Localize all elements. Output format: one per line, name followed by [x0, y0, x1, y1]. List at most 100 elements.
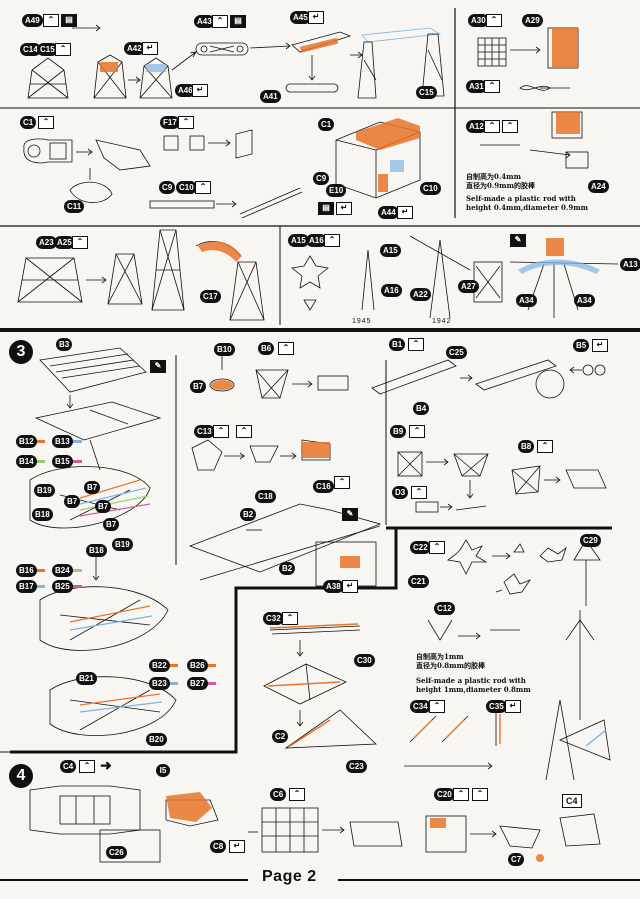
- part-label-b2: B2: [240, 508, 257, 521]
- part-label-c34: C34: [410, 700, 431, 713]
- part-label-c16: C16: [313, 480, 334, 493]
- flip-side-icon: ⌃: [72, 236, 88, 249]
- part-label-d3: D3: [392, 486, 409, 499]
- part-label-b7c: B7: [95, 500, 112, 513]
- part-label-b24: B24: [52, 564, 73, 577]
- bend-icon: ↵: [229, 840, 245, 853]
- rod-note-cn-2: 自制高为1mm 直径为0.8mm的胶棒: [416, 652, 485, 670]
- year-1945: 1945: [352, 318, 372, 325]
- part-label-f17: F17: [160, 116, 180, 129]
- part-label-c4: C4: [60, 760, 77, 773]
- part-label-a42: A42: [124, 42, 145, 55]
- part-label-b16: B16: [16, 564, 37, 577]
- flip-side-icon: ⌃: [289, 788, 305, 801]
- part-label-c23: C23: [346, 760, 367, 773]
- photo-etch-icon: ▤: [230, 15, 246, 28]
- part-label-a43: A43: [194, 15, 215, 28]
- flip-side-icon: ⌃: [472, 788, 488, 801]
- flip-side-icon: ⌃: [411, 486, 427, 499]
- flip-side-icon: ⌃: [334, 476, 350, 489]
- part-label-c30: C30: [354, 654, 375, 667]
- flip-side-icon: ⌃: [408, 338, 424, 351]
- part-label-b13: B13: [52, 435, 73, 448]
- part-label-b2b: B2: [279, 562, 296, 575]
- part-label-i5: I5: [156, 764, 170, 777]
- flip-side-icon: ⌃: [486, 14, 502, 27]
- part-label-a46: A46: [175, 84, 196, 97]
- part-label-c22: C22: [410, 541, 431, 554]
- flip-side-icon: ⌃: [43, 14, 59, 27]
- paint-brush-icon: ✎: [150, 360, 166, 373]
- part-label-b9: B9: [390, 425, 407, 438]
- part-label-a22: A22: [410, 288, 431, 301]
- part-label-a34b: A34: [574, 294, 595, 307]
- part-label-c14: C14: [20, 43, 41, 56]
- part-label-b19: B19: [34, 484, 55, 497]
- part-label-e10: E10: [326, 184, 347, 197]
- part-label-a16: A16: [306, 234, 327, 247]
- part-label-b21: B21: [76, 672, 97, 685]
- part-label-b19b: B19: [112, 538, 133, 551]
- page-number: 2: [307, 868, 317, 885]
- bend-icon: ↵: [192, 84, 208, 97]
- part-label-b18: B18: [32, 508, 53, 521]
- part-label-b27: B27: [187, 677, 208, 690]
- flip-side-icon: ⌃: [236, 425, 252, 438]
- part-label-b7e: B7: [190, 380, 207, 393]
- flip-side-icon: ⌃: [278, 342, 294, 355]
- part-label-a31: A31: [466, 80, 487, 93]
- part-label-a15b: A15: [380, 244, 401, 257]
- rod-note-en-1: Self-made a plastic rod with height 0.4m…: [466, 194, 589, 212]
- part-label-b17: B17: [16, 580, 37, 593]
- part-label-b10: B10: [214, 343, 235, 356]
- part-label-c10: C10: [176, 181, 197, 194]
- part-label-c9b: C9: [313, 172, 330, 185]
- arrow-right-icon: ➜: [100, 757, 112, 773]
- year-1942: 1942: [432, 318, 452, 325]
- page-footer: Page 2: [256, 868, 323, 886]
- part-label-c21: C21: [408, 575, 429, 588]
- part-label-a27: A27: [458, 280, 479, 293]
- part-label-b7a: B7: [84, 481, 101, 494]
- bend-icon: ↵: [505, 700, 521, 713]
- flip-side-icon: ⌃: [429, 700, 445, 713]
- part-label-c1: C1: [20, 116, 37, 129]
- rod-note-en-2: Self-made a plastic rod with height 1mm,…: [416, 676, 531, 694]
- flip-side-icon: ⌃: [453, 788, 469, 801]
- part-label-a16b: A16: [381, 284, 402, 297]
- page-word: Page: [262, 868, 303, 885]
- part-label-c2: C2: [272, 730, 289, 743]
- part-label-b15: B15: [52, 455, 73, 468]
- part-label-c35: C35: [486, 700, 507, 713]
- part-label-c20: C20: [434, 788, 455, 801]
- part-label-c17: C17: [200, 290, 221, 303]
- part-label-a24: A24: [588, 180, 609, 193]
- flip-side-icon: ⌃: [213, 425, 229, 438]
- part-label-b7b: B7: [64, 495, 81, 508]
- flip-side-icon: ⌃: [502, 120, 518, 133]
- part-label-c18: C18: [255, 490, 276, 503]
- part-label-b6: B6: [258, 342, 275, 355]
- part-label-a30: A30: [468, 14, 489, 27]
- part-label-a41: A41: [260, 90, 281, 103]
- flip-side-icon: ⌃: [195, 181, 211, 194]
- part-label-c6: C6: [270, 788, 287, 801]
- part-label-b22: B22: [149, 659, 170, 672]
- part-label-a12: A12: [466, 120, 487, 133]
- part-label-a13: A13: [620, 258, 640, 271]
- bend-icon: ↵: [397, 206, 413, 219]
- part-label-c7: C7: [508, 853, 525, 866]
- part-label-a38: A38: [323, 580, 344, 593]
- part-label-a45: A45: [290, 11, 311, 24]
- flip-side-icon: ⌃: [409, 425, 425, 438]
- part-label-a29: A29: [522, 14, 543, 27]
- part-label-b5: B5: [573, 339, 590, 352]
- flip-side-icon: ⌃: [429, 541, 445, 554]
- part-label-c1b: C1: [318, 118, 335, 131]
- part-label-b8: B8: [518, 440, 535, 453]
- flip-side-icon: ⌃: [38, 116, 54, 129]
- rod-note-cn-1: 自制高为0.4mm 直径为0.9mm的胶棒: [466, 172, 535, 190]
- flip-side-icon: ⌃: [484, 80, 500, 93]
